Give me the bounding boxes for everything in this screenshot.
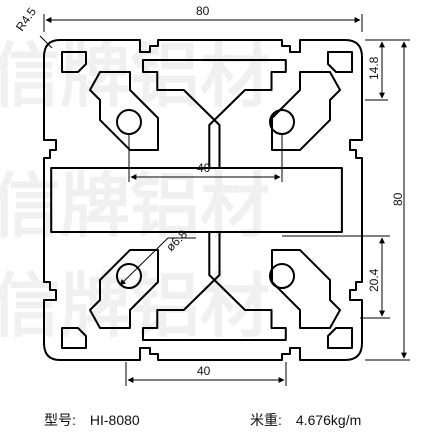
hole-tr (269, 109, 295, 135)
cavity-tr (271, 71, 341, 151)
outer-contour (43, 39, 363, 361)
dim-hole-offset: 20.4 (367, 268, 381, 292)
dim-right-height: 80 (391, 192, 405, 206)
dim-slot-height: 14.8 (367, 56, 381, 80)
dim-corner-radius: R4.5 (13, 5, 39, 34)
corner-pocket-tl (61, 51, 87, 73)
model-value: HI-8080 (89, 412, 140, 428)
cavity-tl (89, 71, 159, 151)
corner-pocket-br (327, 327, 353, 349)
weight-label: 米重: (250, 412, 282, 428)
corner-pocket-tr (327, 51, 353, 73)
weight-value: 4.676kg/m (295, 412, 362, 428)
dim-hole-spacing: 40 (197, 161, 211, 175)
watermark: 信牌铝材 信牌铝材 信牌铝材 (0, 35, 270, 347)
center-cavity (50, 59, 343, 341)
cavity-bl (89, 249, 159, 329)
hole-bl (116, 263, 142, 289)
dim-bottom-spacing: 40 (197, 364, 211, 378)
dim-top-width: 80 (196, 4, 210, 18)
corner-pocket-bl (61, 327, 87, 349)
weight-caption: 米重: 4.676kg/m (250, 410, 375, 430)
dimension-lines (39, 14, 410, 386)
cavity-br (271, 249, 341, 329)
profile-outline (43, 39, 363, 361)
hole-br (269, 263, 295, 289)
model-label: 型号: (44, 412, 76, 428)
model-caption: 型号: HI-8080 (44, 410, 154, 430)
